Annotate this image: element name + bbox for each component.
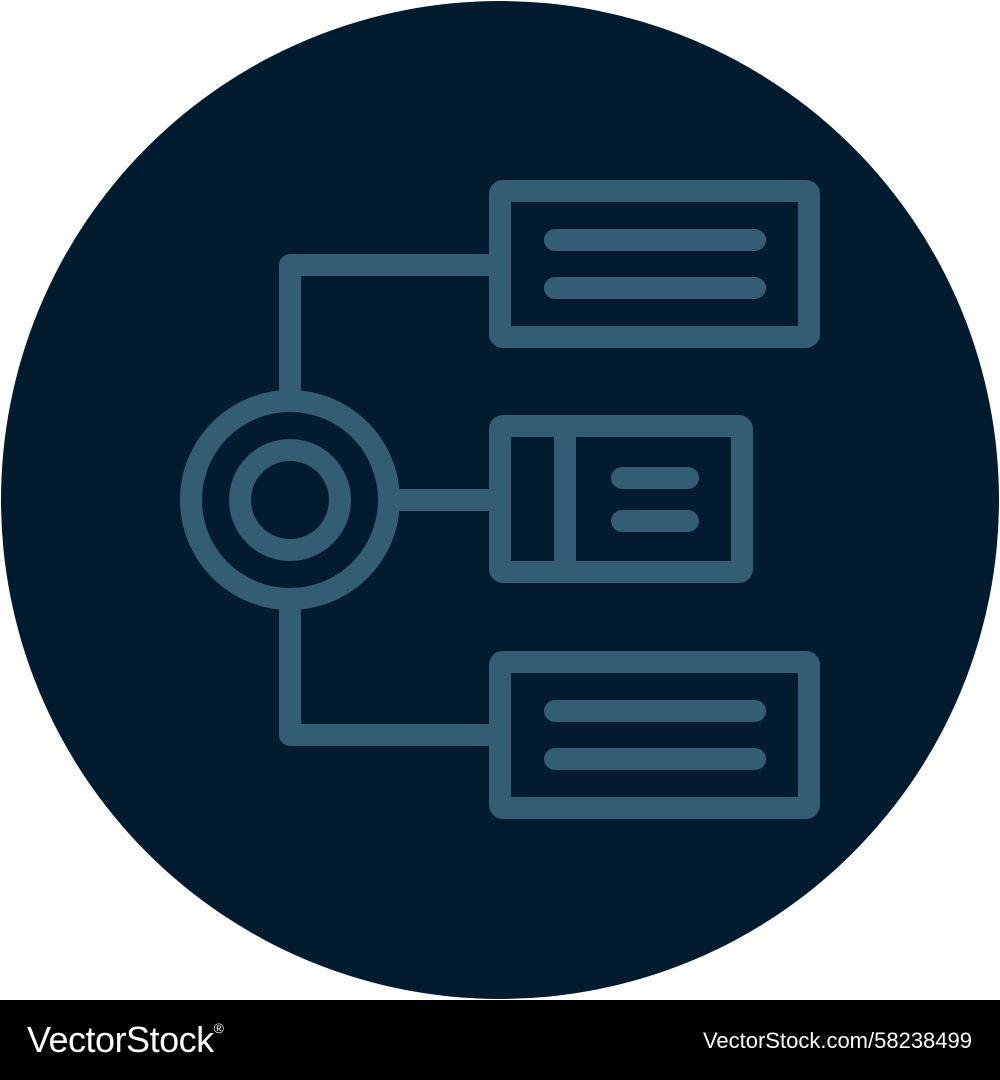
vectorstock-logo: VectorStock® bbox=[27, 1018, 224, 1062]
connector-top bbox=[279, 254, 511, 401]
brand-name: VectorStock bbox=[27, 1019, 214, 1060]
middle-box bbox=[489, 415, 753, 583]
central-node-inner-ring bbox=[229, 439, 351, 561]
flowchart-lines bbox=[180, 180, 820, 819]
flowchart-icon bbox=[1, 1, 999, 999]
image-credit: VectorStock.com/58238499 bbox=[702, 1028, 972, 1053]
watermark-footer: VectorStock® VectorStock.com/58238499 bbox=[0, 1000, 1000, 1080]
registered-mark: ® bbox=[213, 1020, 224, 1036]
connector-bottom bbox=[279, 599, 511, 746]
bottom-box bbox=[489, 651, 820, 819]
top-box bbox=[489, 180, 820, 348]
